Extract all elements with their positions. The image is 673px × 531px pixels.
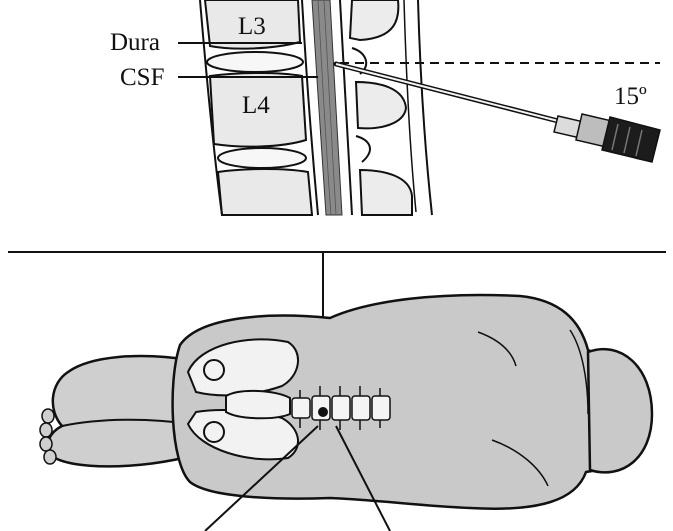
- patient-position-panel: [40, 295, 652, 531]
- disc-l3-l4: [207, 52, 303, 72]
- label-l3: L3: [238, 13, 266, 40]
- needle-hub: [554, 114, 660, 162]
- disc-l4-l5: [218, 148, 306, 168]
- spinous-process-l4: [356, 82, 406, 128]
- label-angle: 15º: [614, 83, 647, 110]
- patient-head: [588, 349, 652, 472]
- label-csf: CSF: [120, 64, 164, 91]
- cauda-equina: [312, 0, 342, 215]
- sagittal-spine-panel: Dura CSF L3 L4 15º: [110, 0, 660, 215]
- label-l4: L4: [242, 92, 270, 119]
- label-dura: Dura: [110, 29, 160, 56]
- soft-tissue-outline: [418, 0, 432, 215]
- puncture-site-marker: [318, 407, 328, 417]
- sacrum: [226, 391, 290, 418]
- spinous-processes: [350, 0, 412, 215]
